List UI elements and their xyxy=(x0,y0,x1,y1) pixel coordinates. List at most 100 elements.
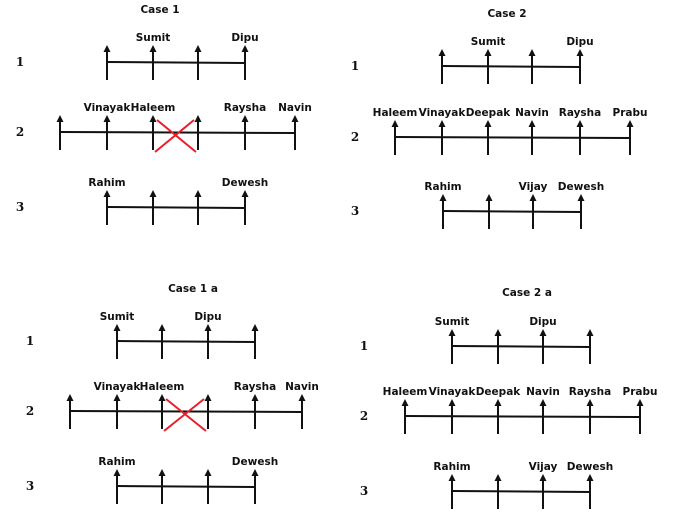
arrow-head-icon xyxy=(586,474,594,481)
row-number: 3 xyxy=(351,204,359,218)
arrow-marker xyxy=(56,115,64,150)
person-label: Vijay xyxy=(519,181,548,193)
arrow-head-icon xyxy=(149,115,157,122)
row-number: 1 xyxy=(16,55,24,69)
arrow-head-icon xyxy=(194,115,202,122)
arrow-head-icon xyxy=(204,469,212,476)
arrow-marker xyxy=(66,394,74,429)
case-title: Case 1 xyxy=(140,4,179,16)
arrow-head-icon xyxy=(484,120,492,127)
arrow-marker xyxy=(438,49,446,84)
person-label: Sumit xyxy=(435,316,470,328)
arrow-marker: Deepak xyxy=(466,107,511,155)
arrow-marker: Rahim xyxy=(98,456,136,504)
arrow-marker: Dipu xyxy=(529,316,557,364)
person-label: Dipu xyxy=(194,311,221,323)
arrow-marker: Sumit xyxy=(471,36,505,84)
arrow-marker xyxy=(485,194,493,229)
person-label: Deepak xyxy=(476,386,522,398)
person-label: Prabu xyxy=(613,107,648,119)
row-number: 3 xyxy=(16,200,24,214)
arrow-marker xyxy=(494,329,502,364)
arrow-head-icon xyxy=(438,120,446,127)
arrow-marker: Rahim xyxy=(88,177,126,225)
arrow-marker: Sumit xyxy=(100,311,134,359)
timeline-line xyxy=(394,136,631,139)
arrow-marker: Raysha xyxy=(569,386,612,434)
arrow-head-icon xyxy=(586,399,594,406)
person-label: Sumit xyxy=(136,32,171,44)
person-label: Rahim xyxy=(433,461,470,473)
row-number: 3 xyxy=(360,484,368,498)
arrow-marker: Deepak xyxy=(476,386,522,434)
arrow-marker: Vinayak xyxy=(84,102,131,150)
person-label: Dipu xyxy=(231,32,258,44)
person-label: Dewesh xyxy=(222,177,268,189)
arrow-marker: Vinayak xyxy=(419,107,467,155)
arrow-marker: Vinayak xyxy=(94,381,142,429)
arrow-head-icon xyxy=(204,394,212,401)
arrow-head-icon xyxy=(251,394,259,401)
arrow-head-icon xyxy=(448,329,456,336)
arrow-head-icon xyxy=(576,120,584,127)
person-label: Vijay xyxy=(529,461,558,473)
arrow-head-icon xyxy=(539,399,547,406)
arrow-head-icon xyxy=(529,194,537,201)
person-label: Navin xyxy=(526,386,560,398)
case-title: Case 1 a xyxy=(168,283,218,295)
arrow-head-icon xyxy=(194,45,202,52)
person-label: Raysha xyxy=(234,381,277,393)
arrow-marker: Rahim xyxy=(433,461,471,509)
arrow-marker: Navin xyxy=(526,386,560,434)
arrow-head-icon xyxy=(103,190,111,197)
timeline-line xyxy=(404,415,641,418)
arrow-marker: Prabu xyxy=(623,386,657,434)
person-label: Vinayak xyxy=(419,107,467,119)
person-label: Vinayak xyxy=(94,381,142,393)
arrow-head-icon xyxy=(298,394,306,401)
arrow-head-icon xyxy=(528,49,536,56)
person-label: Haleem xyxy=(140,381,185,393)
arrow-marker xyxy=(528,49,536,84)
arrow-marker: Sumit xyxy=(136,32,171,80)
arrow-head-icon xyxy=(577,194,585,201)
person-label: Raysha xyxy=(559,107,602,119)
arrow-marker: Dewesh xyxy=(558,181,604,229)
arrow-marker: Navin xyxy=(515,107,549,155)
arrow-head-icon xyxy=(494,329,502,336)
arrow-marker: Vijay xyxy=(519,181,548,229)
arrow-head-icon xyxy=(528,120,536,127)
timeline-line xyxy=(116,340,256,343)
arrow-marker: Raysha xyxy=(224,102,267,150)
person-label: Raysha xyxy=(224,102,267,114)
arrow-head-icon xyxy=(66,394,74,401)
arrow-head-icon xyxy=(251,324,259,331)
person-label: Haleem xyxy=(373,107,418,119)
case-title: Case 2 xyxy=(487,8,526,20)
arrow-marker xyxy=(204,469,212,504)
timeline-line xyxy=(451,345,591,348)
arrow-marker: Rahim xyxy=(424,181,462,229)
arrow-head-icon xyxy=(626,120,634,127)
arrow-head-icon xyxy=(448,399,456,406)
arrow-marker: Haleem xyxy=(140,381,185,429)
arrow-head-icon xyxy=(158,324,166,331)
row-number: 1 xyxy=(351,59,359,73)
person-label: Raysha xyxy=(569,386,612,398)
arrow-marker: Vijay xyxy=(529,461,558,509)
person-label: Dewesh xyxy=(558,181,604,193)
person-label: Haleem xyxy=(131,102,176,114)
row-number: 3 xyxy=(26,479,34,493)
cross-out-mark xyxy=(154,119,197,153)
arrow-head-icon xyxy=(149,190,157,197)
arrow-marker xyxy=(194,115,202,150)
arrow-marker: Sumit xyxy=(435,316,470,364)
arrow-marker xyxy=(158,324,166,359)
cross-out-mark xyxy=(163,398,207,432)
arrow-marker: Dipu xyxy=(194,311,222,359)
